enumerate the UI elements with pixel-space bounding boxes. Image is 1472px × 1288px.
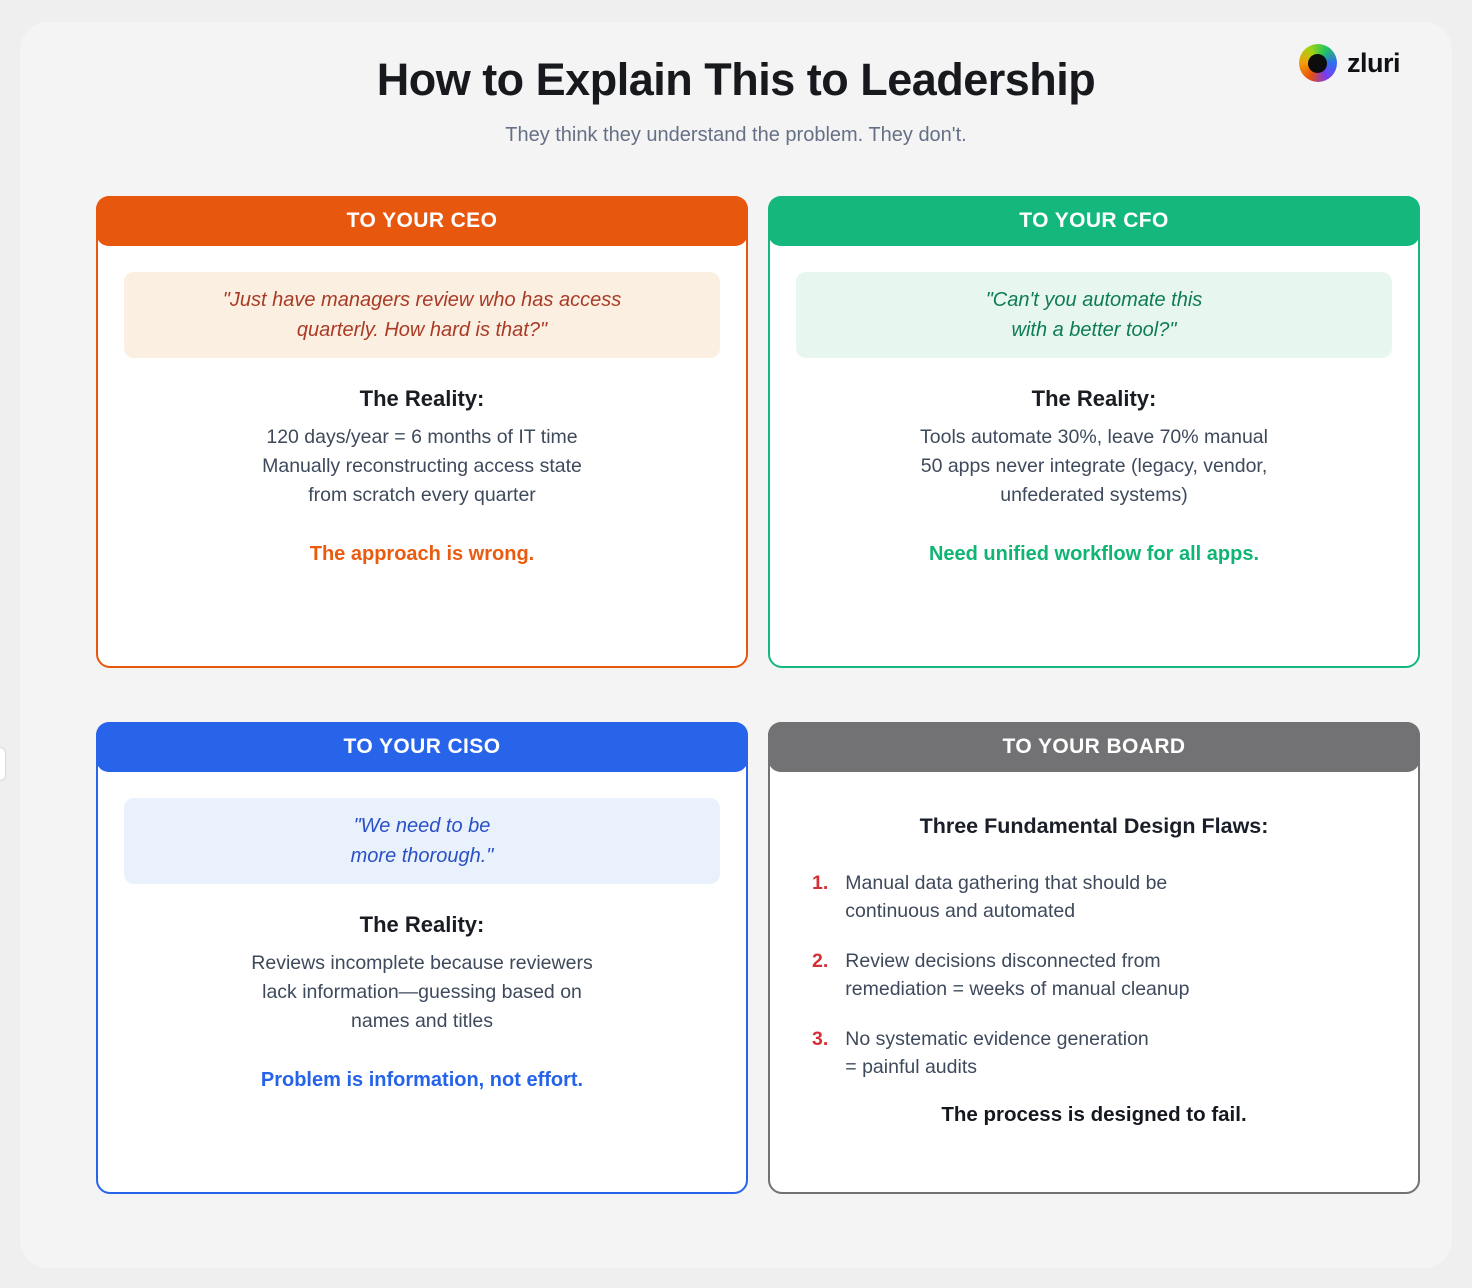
zluri-logo-text: zluri [1346,47,1401,78]
zluri-logo: zluri [1298,44,1401,82]
card-cfo-header: TO YOUR CFO [768,196,1420,246]
card-board: TO YOUR BOARD Three Fundamental Design F… [768,722,1420,1194]
card-ciso-header: TO YOUR CISO [96,722,748,772]
board-item-text: No systematic evidence generation = pain… [845,1028,1149,1078]
card-ceo-reality-label: The Reality: [359,386,485,411]
card-cfo-reality-label: The Reality: [1031,386,1157,411]
board-list-item: 3. No systematic evidence generation = p… [812,1025,1418,1081]
card-board-header: TO YOUR BOARD [768,722,1420,772]
card-ciso-reality-label: The Reality: [359,912,485,937]
board-list-item: 2. Review decisions disconnected from re… [812,947,1418,1003]
card-cfo-quote: "Can't you automate this with a better t… [796,272,1392,358]
card-ciso-takeaway: Problem is information, not effort. [260,1069,584,1091]
card-ceo-reality-text: 120 days/year = 6 months of IT time Manu… [262,426,582,506]
board-item-number: 1. [812,872,829,894]
board-item-number: 2. [812,950,829,972]
card-ceo-takeaway: The approach is wrong. [309,543,535,565]
card-ceo-header: TO YOUR CEO [96,196,748,246]
card-ceo: TO YOUR CEO "Just have managers review w… [96,196,748,668]
page-title: How to Explain This to Leadership [376,54,1096,105]
board-item-number: 3. [812,1028,829,1050]
zluri-logo-icon [1298,44,1337,82]
card-board-takeaway: The process is designed to fail. [941,1103,1247,1126]
board-item-text: Review decisions disconnected from remed… [845,950,1190,1000]
card-cfo: TO YOUR CFO "Can't you automate this wit… [768,196,1420,668]
card-ciso-quote: "We need to be more thorough." [124,798,720,884]
board-list-item: 1. Manual data gathering that should be … [812,869,1418,925]
board-item-text: Manual data gathering that should be con… [845,872,1168,922]
card-cfo-reality-text: Tools automate 30%, leave 70% manual 50 … [920,426,1268,506]
card-board-list: 1. Manual data gathering that should be … [812,869,1418,1081]
card-ciso: TO YOUR CISO "We need to be more thoroug… [96,722,748,1194]
clipped-element-fragment [0,747,6,781]
card-board-heading: Three Fundamental Design Flaws: [919,814,1269,838]
zluri-logo-dot [1308,53,1328,73]
card-ceo-quote: "Just have managers review who has acces… [124,272,720,358]
page-subtitle: They think they understand the problem. … [505,124,967,146]
card-ciso-reality-text: Reviews incomplete because reviewers lac… [251,952,593,1032]
card-cfo-takeaway: Need unified workflow for all apps. [928,543,1260,565]
cards-grid: TO YOUR CEO "Just have managers review w… [96,196,1420,1194]
